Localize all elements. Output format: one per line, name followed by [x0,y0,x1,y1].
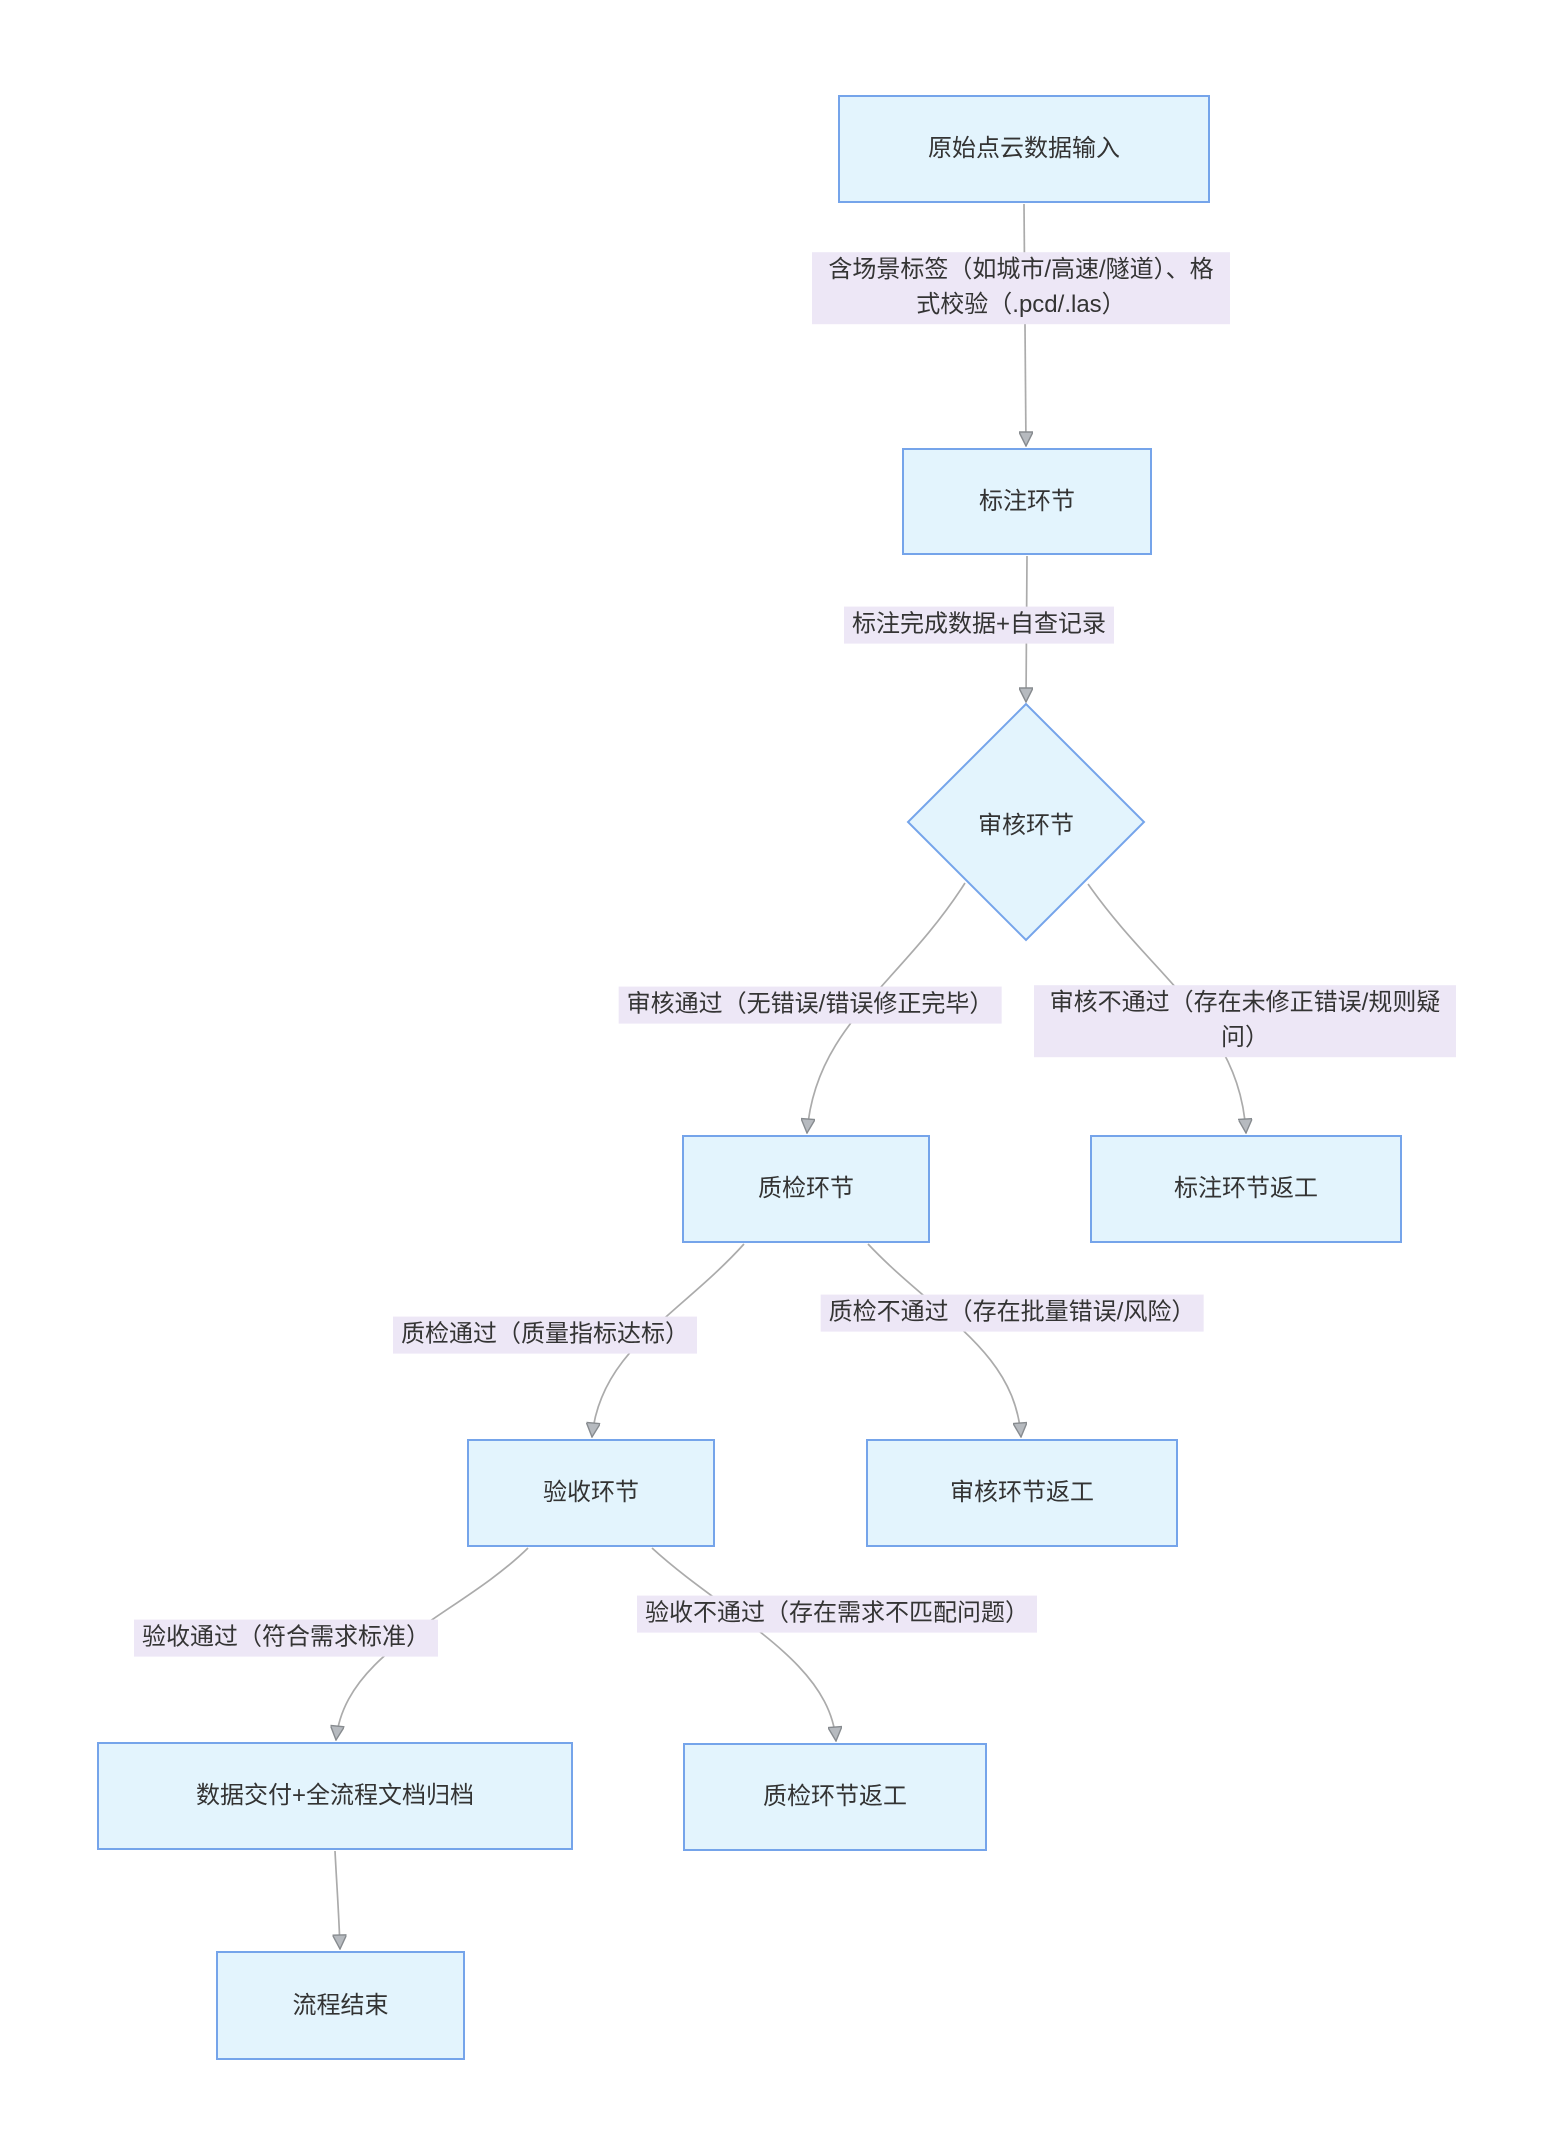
node-qc-rework-label: 质检环节返工 [763,1783,907,1811]
edge-label-annotation-done: 标注完成数据+自查记录 [843,606,1115,644]
edge-label-acceptance-fail: 验收不通过（存在需求不匹配问题） [637,1595,1037,1633]
node-delivery: 数据交付+全流程文档归档 [97,1742,573,1850]
node-review-label: 审核环节 [978,811,1074,839]
edge-label-input-check: 含场景标签（如城市/高速/隧道）、格式校验（.pcd/.las） [812,252,1230,324]
node-delivery-label: 数据交付+全流程文档归档 [195,1782,474,1810]
edge-acceptance-to-qc-rework [651,1547,836,1741]
edge-label-review-fail: 审核不通过（存在未修正错误/规则疑问） [1034,985,1456,1057]
node-annotation-rework: 标注环节返工 [1090,1135,1402,1243]
node-acceptance-label: 验收环节 [543,1479,639,1507]
node-annotation-rework-label: 标注环节返工 [1174,1175,1318,1203]
node-qc-label: 质检环节 [758,1175,854,1203]
node-annotation-label: 标注环节 [979,487,1075,515]
node-end: 流程结束 [216,1951,465,2060]
edge-label-acceptance-pass: 验收通过（符合需求标准） [134,1619,438,1657]
edge-delivery-to-end [335,1850,340,1949]
edge-qc-to-review-rework [867,1243,1021,1437]
node-raw-input: 原始点云数据输入 [838,95,1210,203]
node-review-rework-label: 审核环节返工 [950,1479,1094,1507]
edge-label-qc-pass: 质检通过（质量指标达标） [393,1316,697,1354]
node-review-label-box: 审核环节 [926,790,1126,854]
node-end-label: 流程结束 [292,1991,389,2019]
edge-label-qc-fail: 质检不通过（存在批量错误/风险） [820,1294,1204,1332]
node-acceptance: 验收环节 [467,1439,715,1547]
node-annotation: 标注环节 [902,448,1152,555]
edge-input-to-annotation [1024,203,1026,446]
node-qc: 质检环节 [682,1135,930,1243]
node-qc-rework: 质检环节返工 [683,1743,987,1851]
node-raw-input-label: 原始点云数据输入 [928,135,1120,163]
edge-label-review-pass: 审核通过（无错误/错误修正完毕） [618,986,1002,1024]
node-review-rework: 审核环节返工 [866,1439,1178,1547]
node-review-diamond [906,702,1146,942]
